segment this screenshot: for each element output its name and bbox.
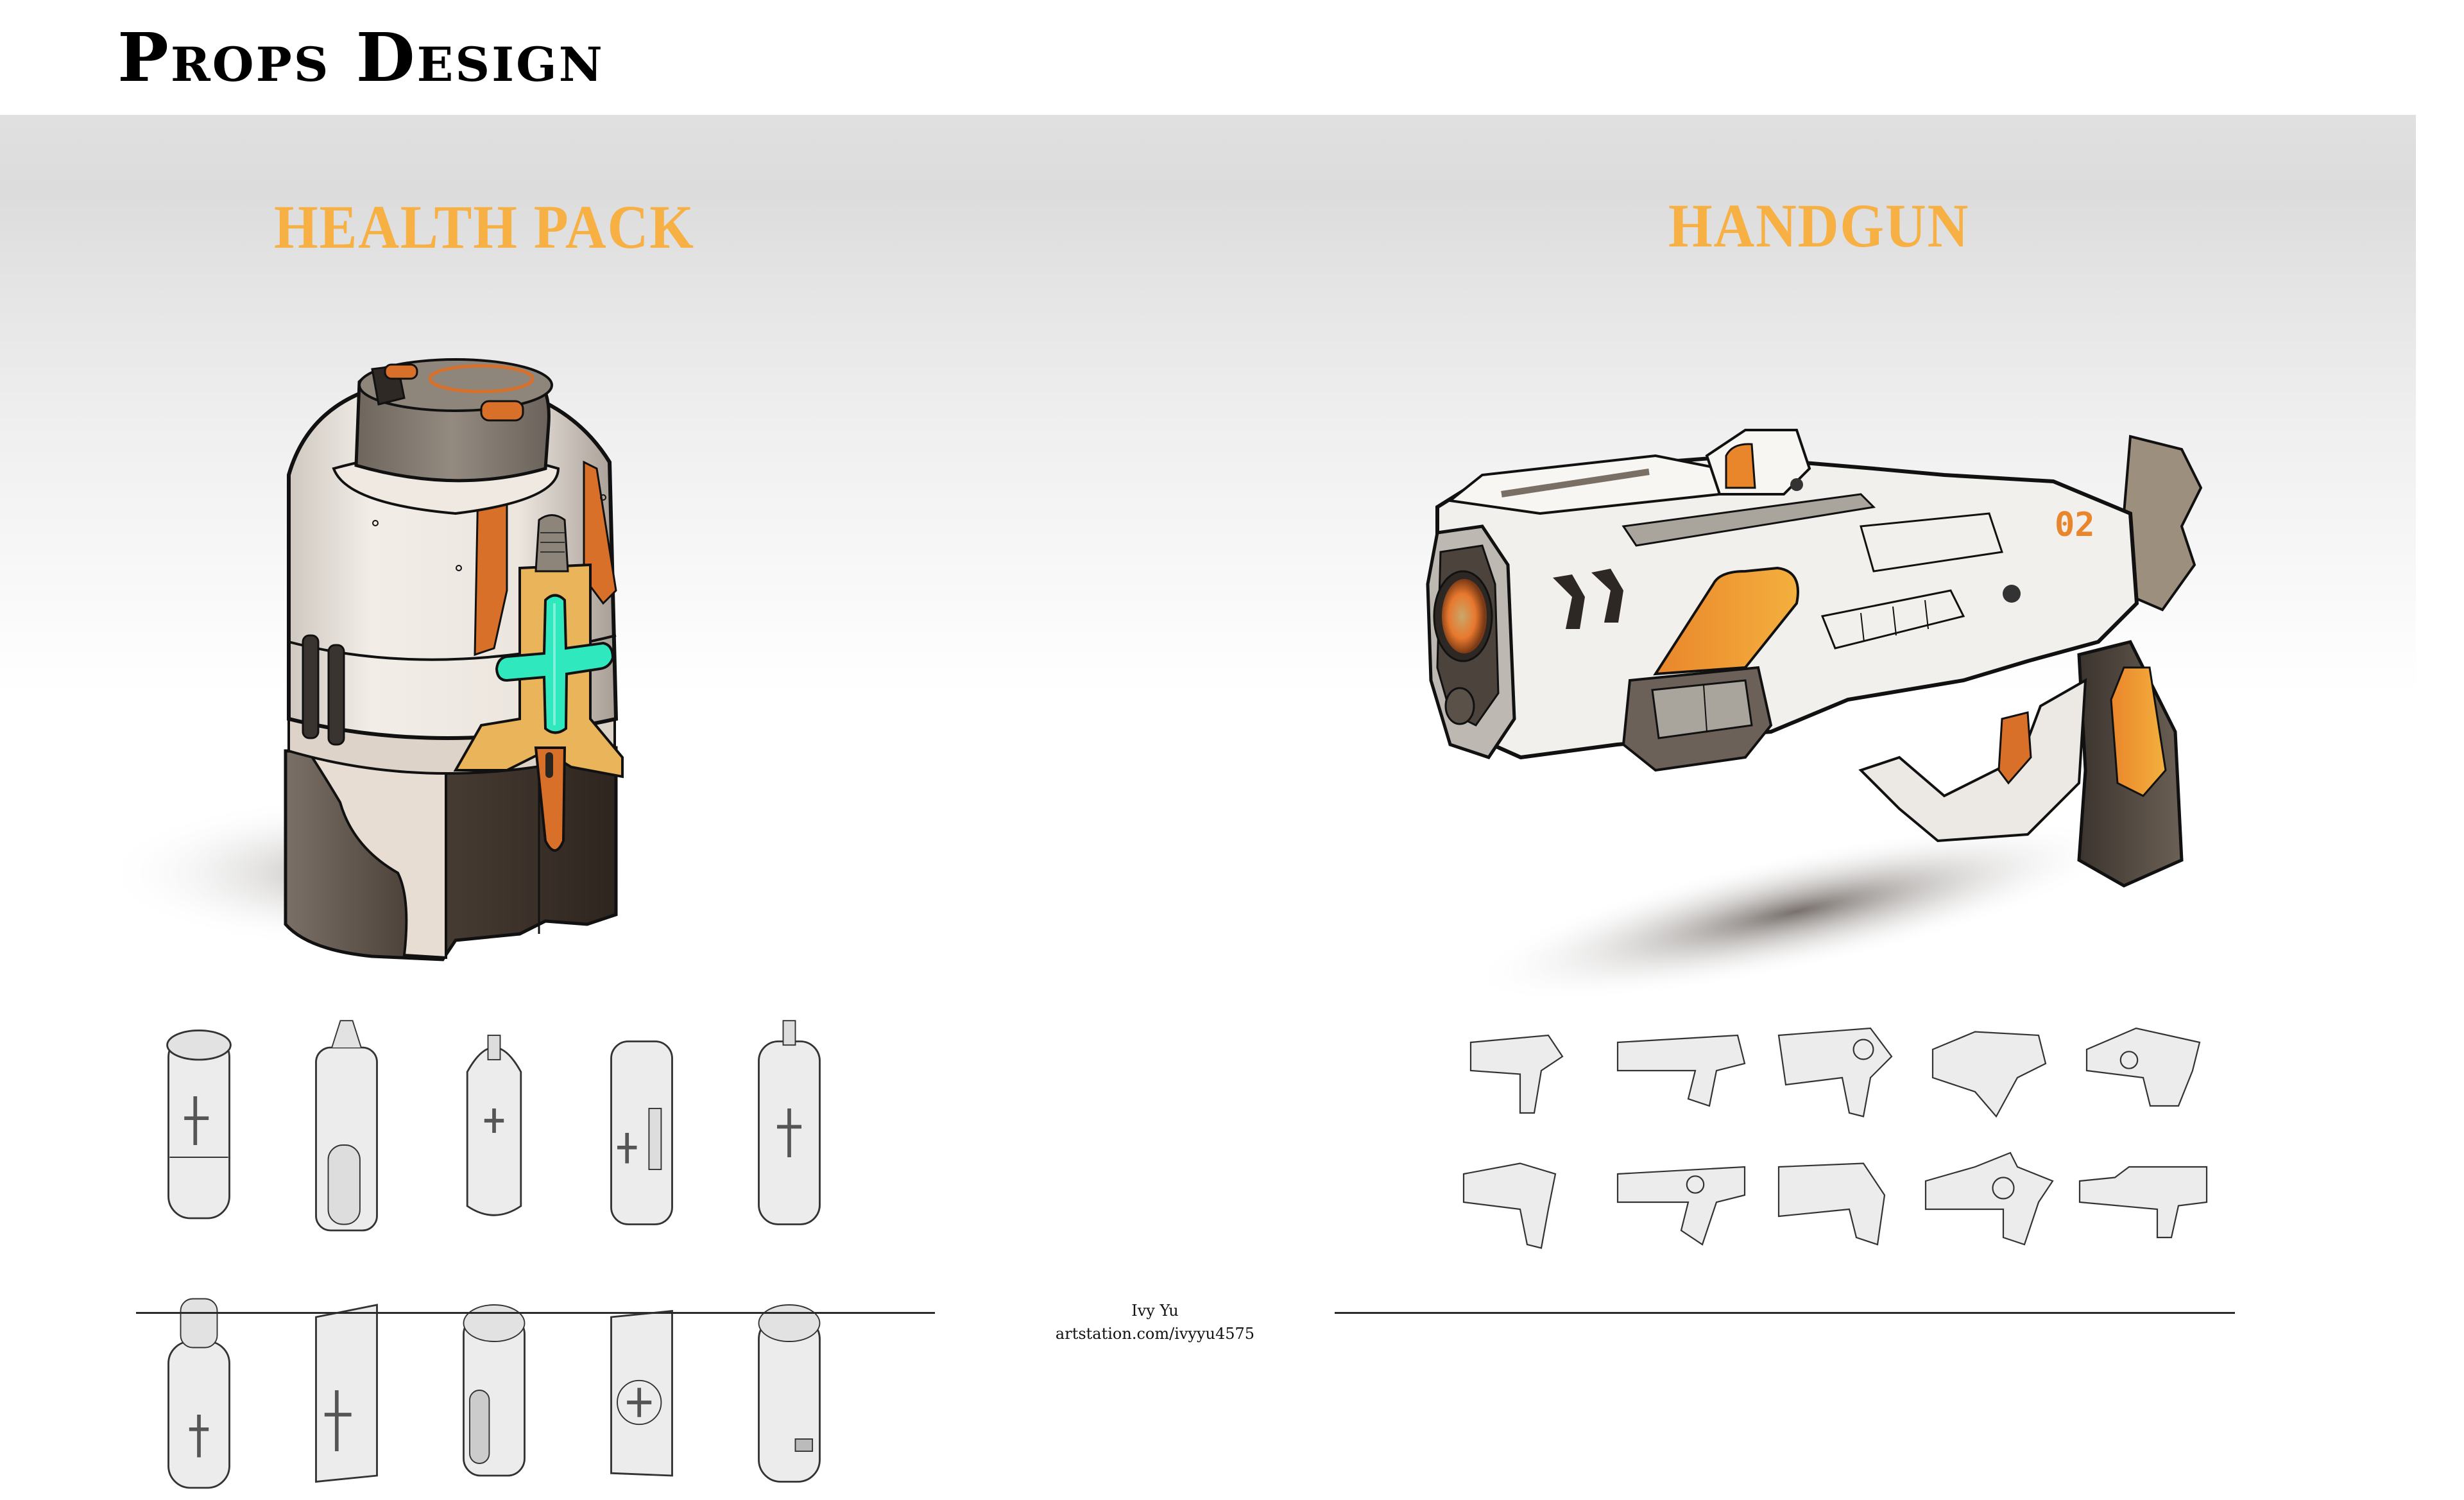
health-pack-illustration — [96, 308, 834, 1001]
medical-cross-icon — [495, 594, 615, 734]
health-pack-thumbnail — [728, 1268, 850, 1500]
footer-divider-left — [136, 1312, 935, 1314]
handgun-thumbnail — [1765, 1014, 1906, 1120]
handgun-thumbnail — [1611, 1146, 1752, 1252]
gun-marking: 02 — [2055, 506, 2095, 544]
handgun-thumbnail — [2073, 1014, 2214, 1120]
handgun-thumbnail — [1765, 1146, 1906, 1252]
handgun-thumbnail — [2073, 1146, 2214, 1252]
health-pack-thumbnail — [433, 1268, 555, 1500]
handgun-illustration: 02 — [1412, 398, 2310, 1014]
portfolio-link[interactable]: artstation.com/ivyyu4575 — [1055, 1325, 1255, 1343]
footer-divider-right — [1335, 1312, 2235, 1314]
health-pack-thumbnail — [728, 1011, 850, 1243]
health-pack-thumbnail-grid — [138, 1011, 850, 1489]
handgun-thumbnail — [1611, 1014, 1752, 1120]
health-pack-thumbnail — [286, 1011, 407, 1243]
handgun-thumbnail — [1919, 1014, 2060, 1120]
health-pack-thumbnail — [286, 1268, 407, 1500]
page-title: Props Design — [117, 18, 604, 97]
health-pack-thumbnail — [581, 1011, 703, 1243]
author-name: Ivy Yu — [1131, 1302, 1179, 1320]
health-pack-heading: HEALTH PACK — [274, 193, 695, 261]
health-pack-thumbnail — [581, 1268, 703, 1500]
handgun-thumbnail — [1457, 1146, 1598, 1252]
handgun-heading: HANDGUN — [1668, 191, 1970, 260]
handgun-thumbnail — [1457, 1014, 1598, 1120]
handgun-thumbnail — [1919, 1146, 2060, 1252]
health-pack-thumbnail — [138, 1268, 260, 1500]
handgun-thumbnail-grid — [1457, 1014, 2214, 1249]
health-pack-thumbnail — [138, 1011, 260, 1243]
health-pack-thumbnail — [433, 1011, 555, 1243]
